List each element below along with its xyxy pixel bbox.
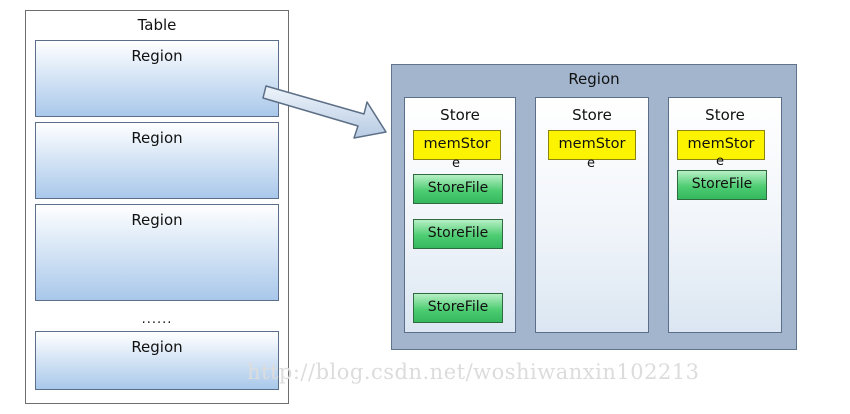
table-region-2: Region xyxy=(35,122,279,199)
memstore-box: memStor xyxy=(677,130,765,160)
table-region-label: Region xyxy=(131,47,183,65)
storefile-box: StoreFile xyxy=(413,219,503,249)
table-ellipsis: ...... xyxy=(141,312,173,327)
storefile-box: StoreFile xyxy=(413,174,503,204)
table-region-label: Region xyxy=(131,338,183,356)
store-title: Store xyxy=(572,106,612,124)
table-region-1: Region xyxy=(35,40,279,117)
memstore-tail: e xyxy=(587,156,595,171)
memstore-tail: e xyxy=(452,156,460,171)
store-title: Store xyxy=(705,106,745,124)
memstore-tail: e xyxy=(716,154,724,169)
store-title: Store xyxy=(440,106,480,124)
store-3: Store memStor e StoreFile xyxy=(668,97,782,333)
table-box: Table Region Region Region ...... Region xyxy=(25,10,289,404)
memstore-box: memStor xyxy=(413,130,501,160)
region-detail-title: Region xyxy=(568,70,620,88)
region-detail: Region Store memStor e StoreFile StoreFi… xyxy=(391,64,797,350)
table-region-3: Region xyxy=(35,204,279,301)
expand-arrow-icon xyxy=(262,85,387,139)
storefile-box: StoreFile xyxy=(677,170,767,200)
store-2: Store memStor e xyxy=(535,97,649,333)
store-1: Store memStor e StoreFile StoreFile Stor… xyxy=(404,97,516,333)
table-region-4: Region xyxy=(35,331,279,390)
watermark-text: http://blog.csdn.net/woshiwanxin102213 xyxy=(247,360,700,384)
table-title: Table xyxy=(137,16,177,34)
table-region-label: Region xyxy=(131,211,183,229)
table-region-label: Region xyxy=(131,129,183,147)
storefile-box: StoreFile xyxy=(413,293,503,323)
memstore-box: memStor xyxy=(548,130,636,160)
